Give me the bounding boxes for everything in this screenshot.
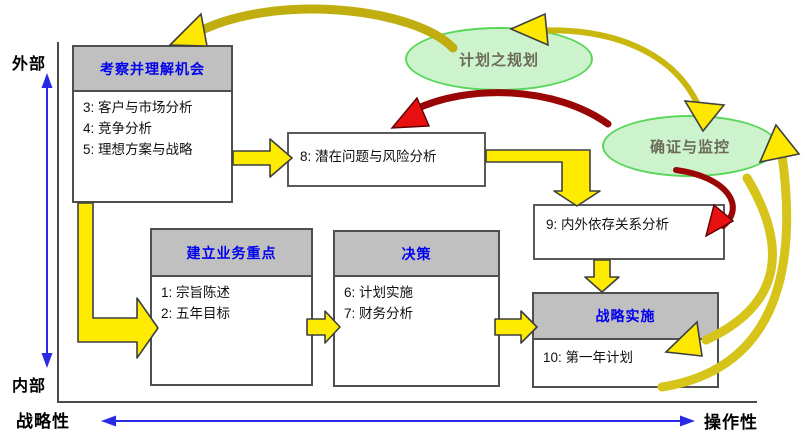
list-item: 10: 第一年计划: [543, 350, 634, 365]
box-decision-header: 决策: [335, 232, 498, 277]
arrow-dependency-to-implementation: [584, 259, 620, 293]
arrow-opportunity-to-business-focus: [77, 202, 159, 359]
box-opportunity-header: 考察并理解机会: [74, 47, 231, 92]
ellipse-verify-and-monitor: 确证与监控: [602, 115, 778, 177]
list-item: 4: 竞争分析: [83, 121, 153, 136]
arrow-risk-to-dependency: [485, 149, 601, 207]
box-business-focus: 建立业务重点 1: 宗旨陈述 2: 五年目标: [150, 228, 313, 386]
arrow-planning-to-opportunity: [168, 4, 458, 53]
ellipse-planning-of-plan: 计划之规划: [405, 27, 593, 91]
list-item: 7: 财务分析: [344, 306, 414, 321]
box-opportunity-items: 3: 客户与市场分析 4: 竞争分析 5: 理想方案与战略: [74, 92, 231, 165]
axis-label-inner: 内部: [12, 378, 47, 395]
arrow-monitor-to-risk: [390, 89, 612, 129]
box-business-focus-header: 建立业务重点: [152, 230, 311, 277]
list-item: 2: 五年目标: [161, 306, 231, 321]
box-decision: 决策 6: 计划实施 7: 财务分析: [333, 230, 500, 387]
axis-label-strategic: 战略性: [16, 412, 70, 431]
axis-label-operational: 操作性: [704, 413, 758, 432]
arrow-decision-to-implementation: [494, 310, 538, 344]
list-item: 1: 宗旨陈述: [161, 285, 231, 300]
vertical-axis-arrow: [41, 73, 53, 368]
horizontal-axis-arrow: [101, 415, 695, 427]
box-opportunity-assessment: 考察并理解机会 3: 客户与市场分析 4: 竞争分析 5: 理想方案与战略: [72, 45, 233, 203]
box-dependency-analysis: 9: 内外依存关系分析: [533, 204, 725, 260]
axis-label-outer: 外部: [12, 56, 47, 73]
box-business-focus-items: 1: 宗旨陈述 2: 五年目标: [152, 277, 311, 329]
arrow-opportunity-to-risk: [232, 138, 293, 178]
box-strategy-implementation: 战略实施 10: 第一年计划: [532, 292, 719, 388]
box-strategy-implementation-items: 10: 第一年计划: [534, 340, 717, 373]
box-strategy-implementation-header: 战略实施: [534, 294, 717, 340]
list-item: 5: 理想方案与战略: [83, 142, 193, 157]
list-item: 3: 客户与市场分析: [83, 100, 193, 115]
list-item: 6: 计划实施: [344, 285, 414, 300]
box-decision-items: 6: 计划实施 7: 财务分析: [335, 277, 498, 329]
box-risk-analysis: 8: 潜在问题与风险分析: [287, 132, 486, 187]
